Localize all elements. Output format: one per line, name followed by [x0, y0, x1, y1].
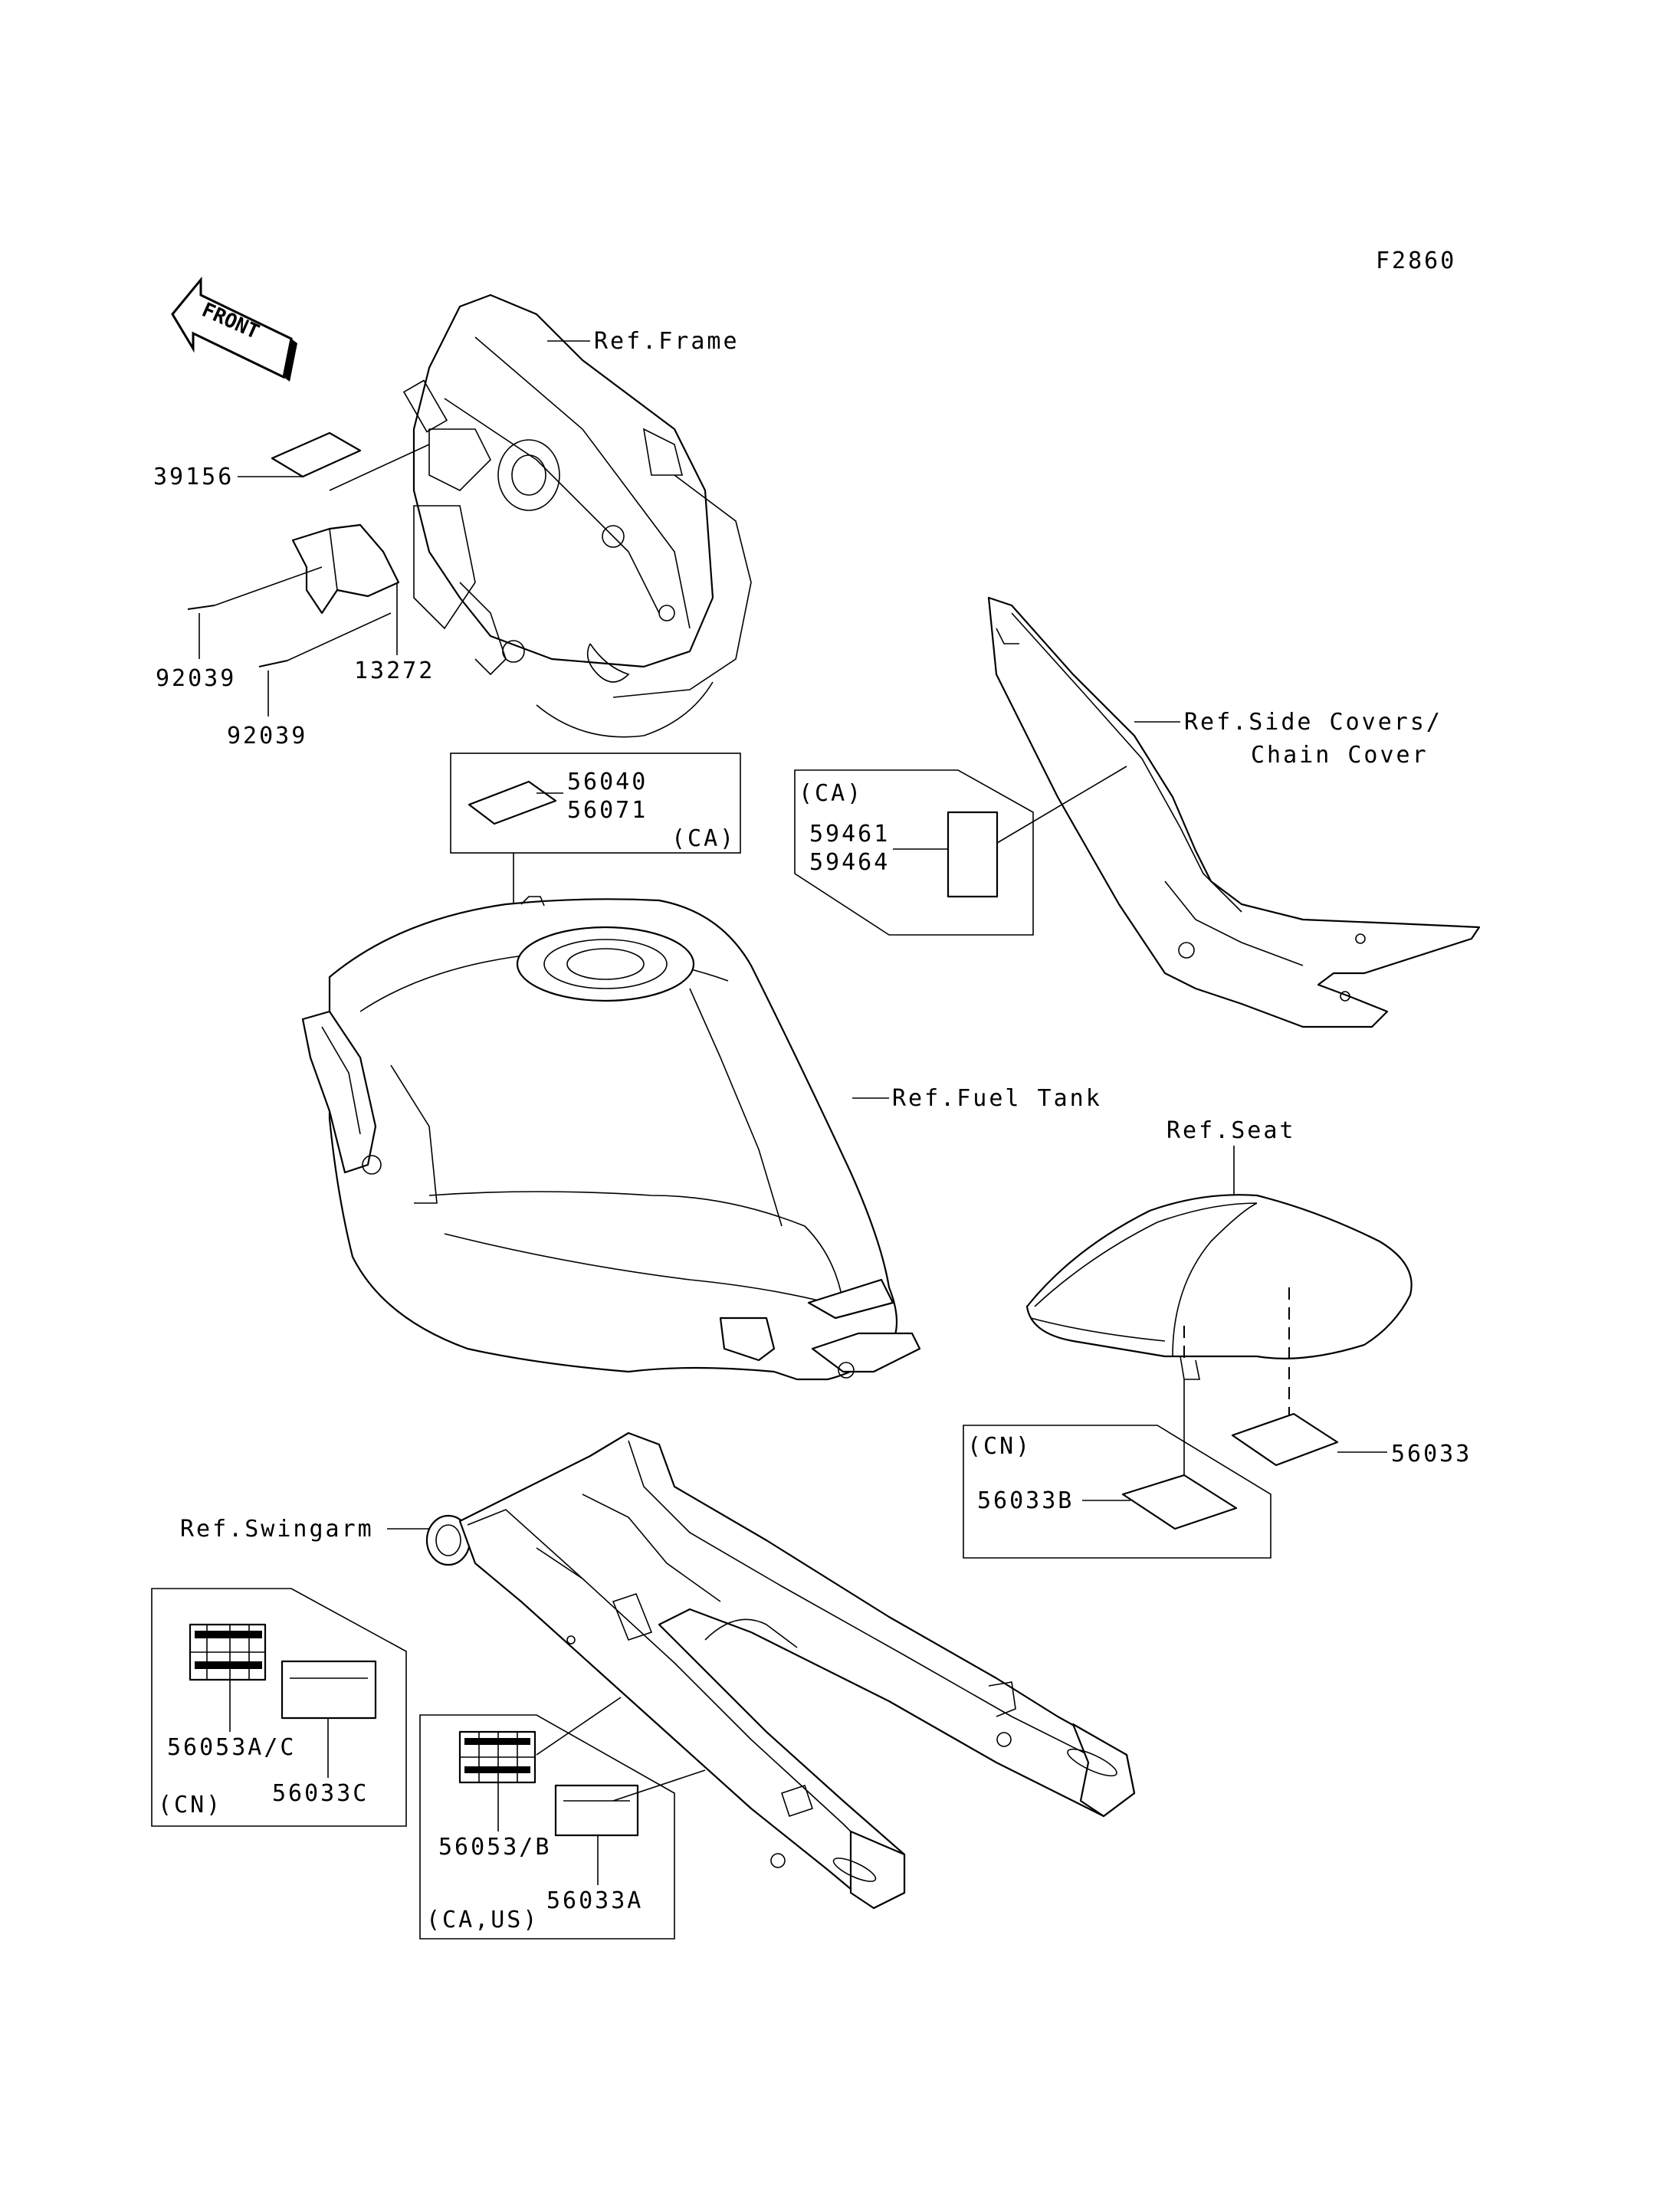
label-plate-56053B [458, 1730, 536, 1784]
region-side-ca: (CA) [799, 780, 863, 807]
part-13272: 13272 [354, 657, 435, 684]
region-swing-caus: (CA,US) [426, 1907, 539, 1933]
frame-drawing [402, 293, 752, 738]
ca-tank-box [450, 753, 741, 854]
screw-92039-a [187, 566, 323, 659]
region-seat-cn: (CN) [967, 1433, 1032, 1460]
label-plate-56053AC [189, 1623, 267, 1681]
part-59461: 59461 [809, 821, 890, 848]
part-92039-a: 92039 [156, 665, 236, 692]
region-swing-cn: (CN) [158, 1792, 222, 1818]
part-56033A: 56033A [546, 1887, 643, 1914]
ref-fuel-tank-label: Ref.Fuel Tank [892, 1085, 1102, 1112]
part-56040: 56040 [567, 769, 648, 795]
ref-chain-cover-label: Chain Cover [1251, 742, 1429, 769]
region-tank-ca: (CA) [671, 825, 736, 852]
part-56053B: 56053/B [438, 1834, 551, 1861]
cn-seat-box [963, 1425, 1271, 1559]
label-plate-39156 [271, 431, 362, 478]
screw-92039-b [258, 612, 392, 716]
label-plate-59461 [947, 811, 999, 898]
label-plate-56033 [1231, 1412, 1339, 1467]
part-59464: 59464 [809, 849, 890, 876]
part-92039-b: 92039 [227, 723, 307, 749]
part-56033B: 56033B [977, 1487, 1074, 1514]
label-plate-56040 [468, 780, 557, 825]
ref-swingarm-label: Ref.Swingarm [180, 1516, 374, 1543]
part-56033C: 56033C [272, 1780, 369, 1807]
ref-frame-label: Ref.Frame [594, 328, 740, 355]
label-plate-56033C [281, 1660, 377, 1720]
part-56033: 56033 [1391, 1441, 1472, 1467]
bracket-13272 [291, 523, 400, 615]
front-arrow-icon: FRONT [171, 276, 297, 382]
ref-side-covers-label: Ref.Side Covers/ [1184, 709, 1442, 736]
fuel-tank-drawing [301, 896, 921, 1381]
label-plate-56033B [1121, 1474, 1238, 1530]
part-56053AC: 56053A/C [167, 1734, 297, 1761]
caus-swingarm-box [419, 1714, 675, 1940]
figure-code: F2860 [1376, 248, 1456, 274]
cn-swingarm-box [151, 1588, 407, 1827]
part-56071: 56071 [567, 797, 648, 824]
part-39156: 39156 [153, 464, 234, 490]
swingarm-drawing [425, 1431, 1136, 1910]
label-plate-56033A [554, 1784, 639, 1837]
ca-side-cover-box [794, 769, 1034, 936]
side-cover-drawing [987, 596, 1481, 1028]
ref-seat-label: Ref.Seat [1166, 1117, 1296, 1144]
seat-drawing [1025, 1194, 1413, 1380]
